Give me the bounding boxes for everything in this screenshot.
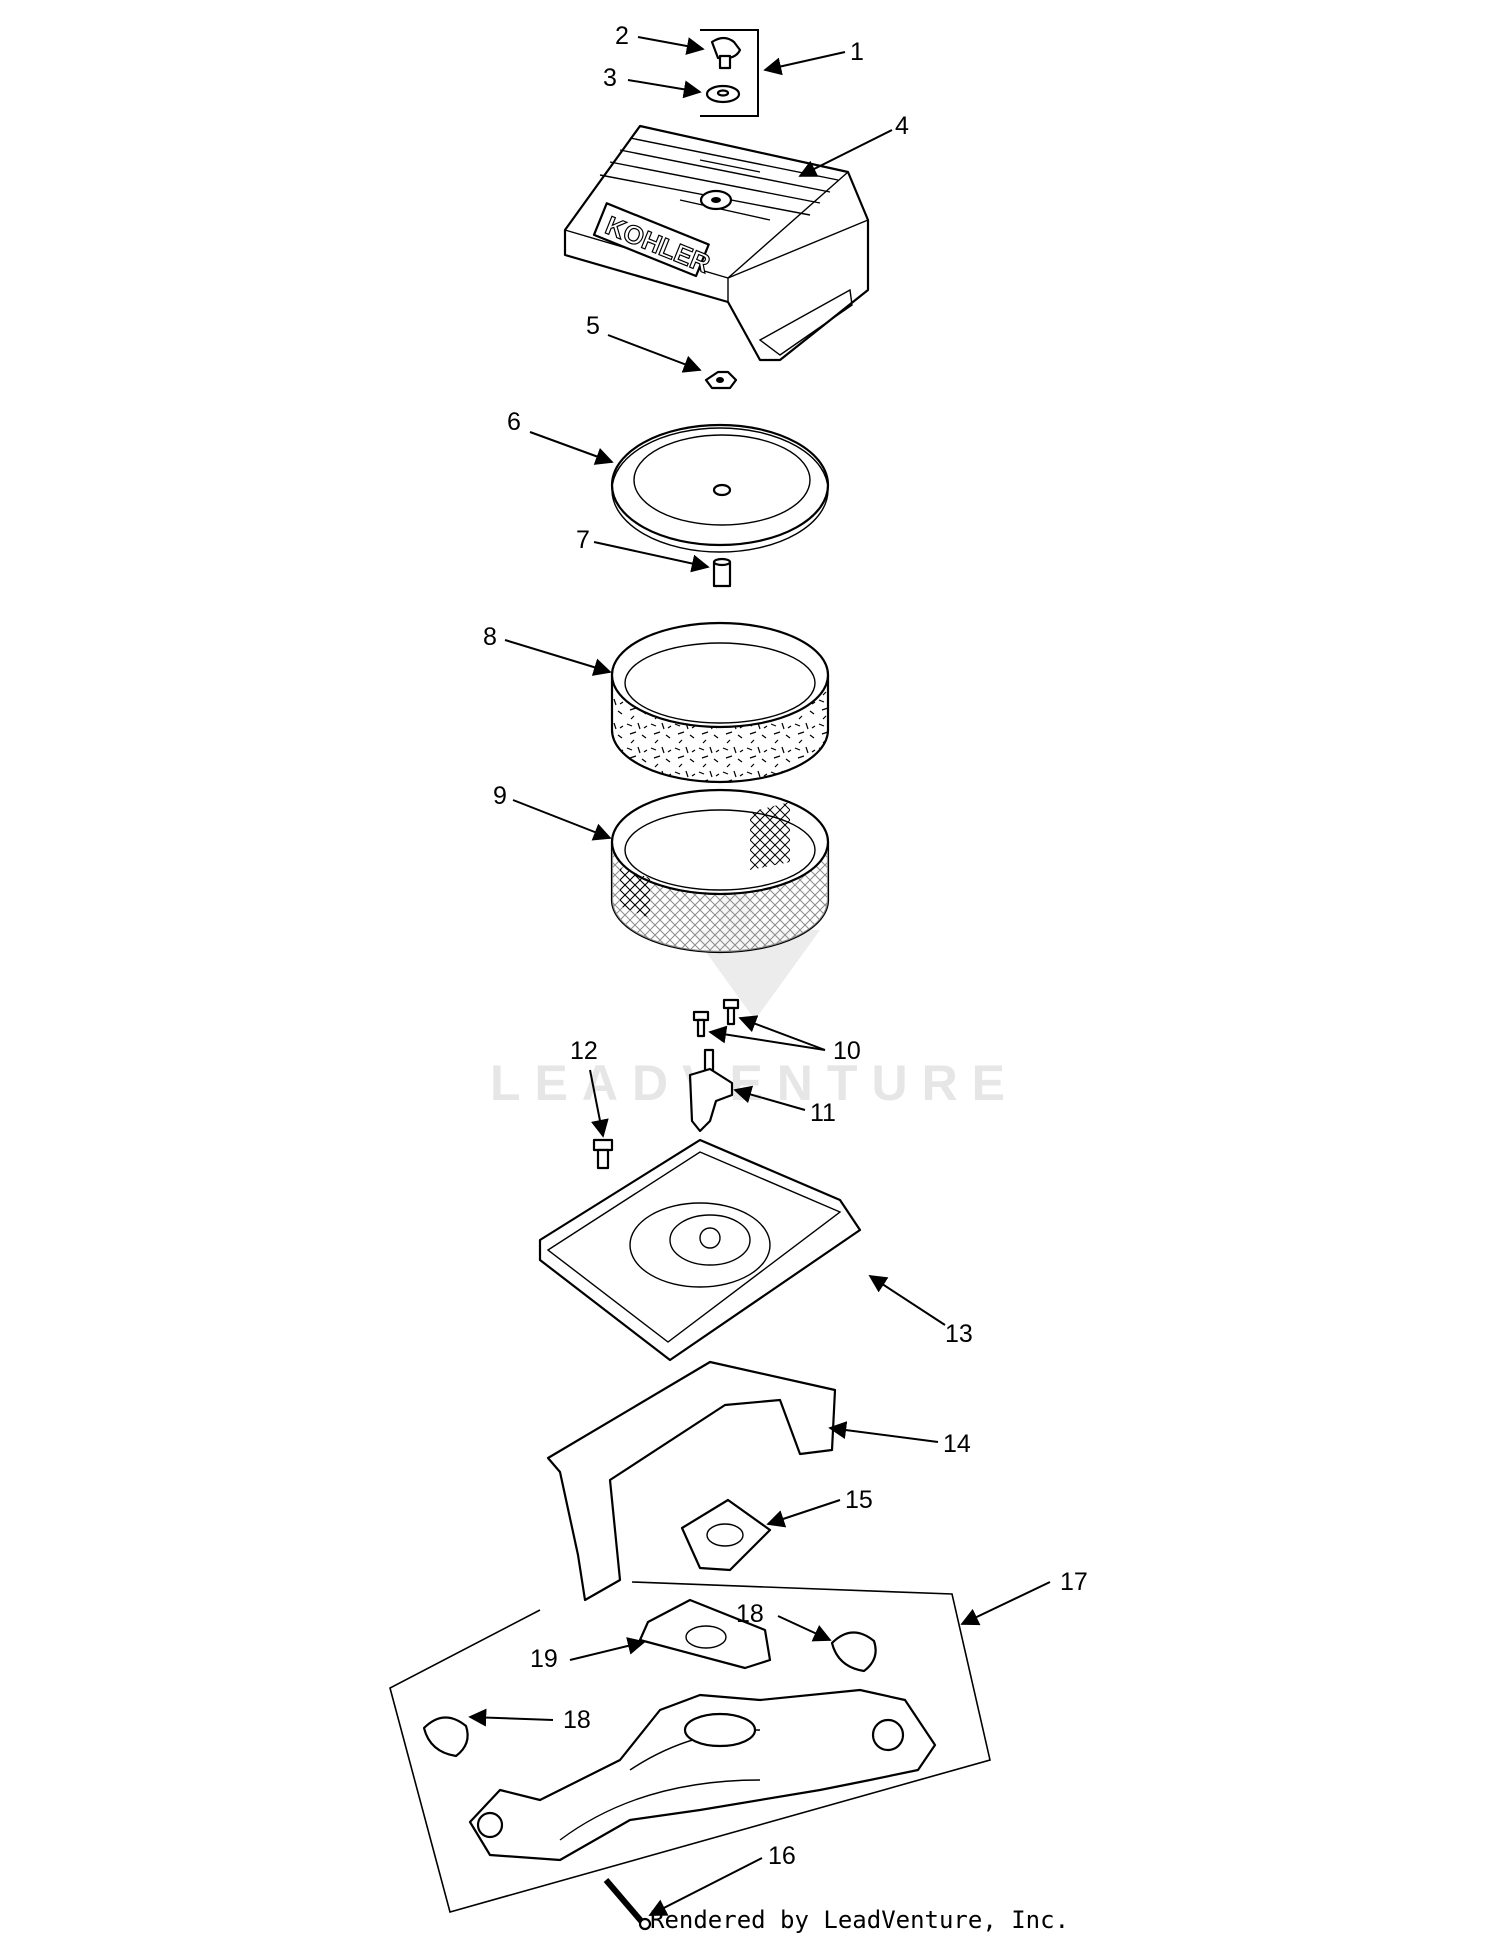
callout-15: 15 — [845, 1486, 873, 1514]
callout-10: 10 — [833, 1037, 861, 1065]
callout-3: 3 — [603, 64, 617, 92]
callout-17: 17 — [1060, 1568, 1088, 1596]
part-14-mounting-bracket — [546, 1360, 837, 1602]
callout-14: 14 — [943, 1430, 971, 1458]
part-11-bracket — [688, 1048, 734, 1133]
render-credit: Rendered by LeadVenture, Inc. — [650, 1906, 1070, 1934]
part-1-wingnut-assembly — [700, 29, 759, 117]
part-15-gasket — [680, 1498, 772, 1572]
part-17-intake-manifold — [468, 1688, 937, 1862]
callout-4: 4 — [895, 112, 909, 140]
callout-19: 19 — [530, 1645, 558, 1673]
part-16-screw — [603, 1878, 652, 1931]
part-5-wing-nut — [704, 370, 738, 390]
part-17-kit-box — [389, 1581, 991, 1913]
callout-16: 16 — [768, 1842, 796, 1870]
callout-5: 5 — [586, 312, 600, 340]
callout-7: 7 — [576, 526, 590, 554]
callout-6: 6 — [507, 408, 521, 436]
callout-9: 9 — [493, 782, 507, 810]
part-8-precleaner — [610, 621, 830, 784]
callout-2: 2 — [615, 22, 629, 50]
callout-13: 13 — [945, 1320, 973, 1348]
callout-labels: 1 2 3 4 5 6 7 8 9 10 11 12 13 14 15 16 1… — [483, 22, 1088, 1870]
leader-lines — [468, 36, 1051, 1916]
callout-1: 1 — [850, 38, 864, 66]
callout-18-lower: 18 — [563, 1706, 591, 1734]
part-18-o-rings — [422, 1631, 877, 1758]
part-4-air-cleaner-cover: KOHLER — [563, 124, 870, 362]
part-12-bolt — [592, 1138, 614, 1170]
part-9-air-filter-element — [610, 788, 830, 954]
callout-11: 11 — [810, 1099, 836, 1127]
part-10-screws — [692, 998, 740, 1038]
part-13-air-cleaner-base — [538, 1138, 862, 1362]
callout-8: 8 — [483, 623, 497, 651]
part-6-element-cover — [610, 423, 830, 553]
part-7-spacer — [712, 557, 732, 588]
callout-12: 12 — [570, 1037, 598, 1065]
callout-18-upper: 18 — [736, 1600, 764, 1628]
